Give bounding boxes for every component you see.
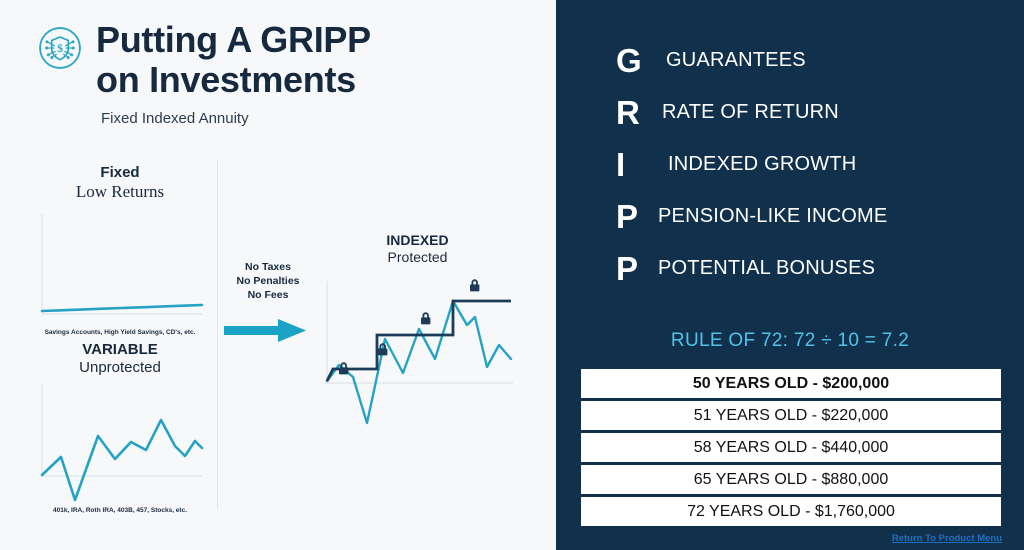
gripp-label-pension-like-income: PENSION-LIKE INCOME xyxy=(658,204,888,227)
page-subtitle: Fixed Indexed Annuity xyxy=(101,109,249,127)
page-title-line1: Putting A GRIPP xyxy=(96,19,371,60)
shield-dollar-network-icon: $ xyxy=(39,27,81,69)
header-brand-row: $ Putting A GRIPP on Investments Fixed I… xyxy=(38,19,371,127)
gripp-label-guarantees: GUARANTEES xyxy=(666,48,806,71)
chart-variable-plot xyxy=(40,384,204,502)
chart-variable-subtitle: Unprotected xyxy=(79,359,161,376)
gripp-row-p1: P PENSION-LIKE INCOME xyxy=(556,190,1024,242)
gripp-row-p2: P POTENTIAL BONUSES xyxy=(556,242,1024,294)
table-row: 65 YEARS OLD - $880,000 xyxy=(581,465,1001,494)
chart-variable-title: VARIABLE xyxy=(82,341,158,358)
svg-text:$: $ xyxy=(57,42,63,55)
gripp-letter-r: R xyxy=(616,93,640,131)
chart-indexed: INDEXED Protected xyxy=(315,232,520,428)
lock-icon-4 xyxy=(470,279,480,292)
table-row: 58 YEARS OLD - $440,000 xyxy=(581,433,1001,462)
chart-indexed-subtitle: Protected xyxy=(387,249,448,265)
gripp-letter-p2: P xyxy=(616,249,639,287)
gripp-letter-p1: P xyxy=(616,197,639,235)
gripp-row-i: I INDEXED GROWTH xyxy=(556,138,1024,190)
table-row: 51 YEARS OLD - $220,000 xyxy=(581,401,1001,430)
lock-icon-3 xyxy=(421,312,431,325)
chart-fixed-subtitle: Low Returns xyxy=(75,182,165,201)
chart-variable-caption: 401k, IRA, Roth IRA, 403B, 457, Stocks, … xyxy=(52,507,188,514)
arrow-text-line3: No Fees xyxy=(247,288,289,301)
chart-fixed-title: Fixed xyxy=(100,164,140,181)
transition-arrow-block: No Taxes No Penalties No Fees xyxy=(224,261,308,343)
arrow-text-line2: No Penalties xyxy=(236,274,300,287)
return-to-product-menu-link[interactable]: Return To Product Menu xyxy=(891,533,1002,544)
table-row: 50 YEARS OLD - $200,000 xyxy=(581,369,1001,398)
right-panel: G GUARANTEES R RATE OF RETURN I INDEXED … xyxy=(556,0,1024,550)
gripp-letter-g: G xyxy=(616,41,642,79)
gripp-letter-i: I xyxy=(616,145,626,183)
gripp-list: G GUARANTEES R RATE OF RETURN I INDEXED … xyxy=(556,34,1024,294)
lock-icon-1 xyxy=(339,362,349,375)
vertical-divider xyxy=(217,160,218,510)
chart-fixed-caption: Savings Accounts, High Yield Savings, CD… xyxy=(44,329,196,336)
table-row: 72 YEARS OLD - $1,760,000 xyxy=(581,497,1001,526)
gripp-label-indexed-growth: INDEXED GROWTH xyxy=(668,152,857,175)
arrow-text-line1: No Taxes xyxy=(245,261,291,273)
age-value-table: 50 YEARS OLD - $200,000 51 YEARS OLD - $… xyxy=(581,369,1001,529)
chart-indexed-title: INDEXED xyxy=(386,232,449,248)
lock-icon-2 xyxy=(378,343,388,356)
page-title-line2: on Investments xyxy=(96,59,356,101)
left-panel: $ Putting A GRIPP on Investments Fixed I… xyxy=(30,19,520,514)
chart-fixed: Fixed Low Returns Savings Accounts, High… xyxy=(30,164,210,336)
chart-indexed-plot xyxy=(325,279,513,425)
arrow-right-icon xyxy=(224,318,306,342)
chart-fixed-plot xyxy=(40,214,204,315)
gripp-row-r: R RATE OF RETURN xyxy=(556,86,1024,138)
gripp-label-rate-of-return: RATE OF RETURN xyxy=(662,100,839,123)
chart-variable: VARIABLE Unprotected 401k, IRA, Roth IRA… xyxy=(30,341,210,514)
gripp-label-potential-bonuses: POTENTIAL BONUSES xyxy=(658,256,876,279)
rule-of-72-text: RULE OF 72: 72 ÷ 10 = 7.2 xyxy=(670,330,910,351)
gripp-row-g: G GUARANTEES xyxy=(556,34,1024,86)
title-block: Putting A GRIPP on Investments Fixed Ind… xyxy=(96,19,371,127)
